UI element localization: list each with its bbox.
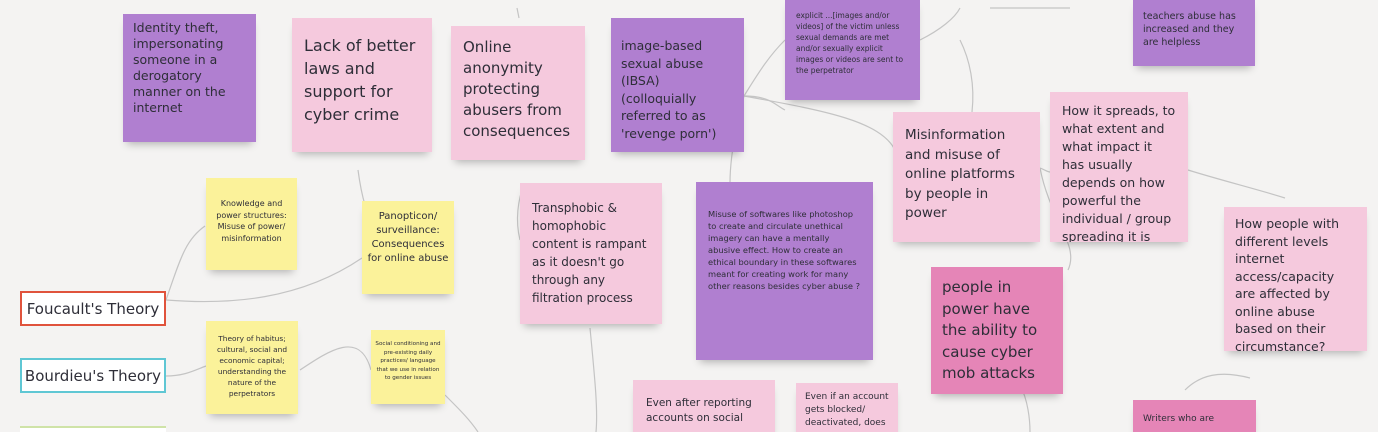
tag-label: Foucault's Theory: [26, 299, 160, 318]
connector-line: [444, 394, 479, 432]
connector-line: [357, 169, 366, 206]
bourdieu-theory-tag[interactable]: Bourdieu's Theory: [20, 358, 166, 393]
sticky-note-internet-access[interactable]: How people with different levels interne…: [1224, 207, 1367, 351]
sticky-note-lack-of-laws[interactable]: Lack of better laws and support for cybe…: [292, 18, 432, 152]
sticky-note-writers[interactable]: Writers who are: [1133, 400, 1256, 432]
connector-line: [1184, 373, 1251, 391]
note-text: Panopticon/ surveillance: Consequences f…: [367, 211, 449, 264]
sticky-note-teachers[interactable]: teachers abuse has increased and they ar…: [1133, 0, 1255, 66]
note-text: Knowledge and power structures: Misuse o…: [216, 199, 287, 243]
connector-line: [1187, 169, 1286, 199]
sticky-note-misinformation[interactable]: Misinformation and misuse of online plat…: [893, 112, 1040, 242]
sticky-note-account-blocked[interactable]: Even if an account gets blocked/ deactiv…: [796, 383, 898, 432]
note-text: image-based sexual abuse (IBSA) (colloqu…: [621, 38, 717, 141]
sticky-note-software-misuse[interactable]: Misuse of softwares like photoshop to cr…: [696, 182, 873, 360]
note-text: Online anonymity protecting abusers from…: [463, 38, 571, 140]
note-text: How people with different levels interne…: [1235, 216, 1340, 351]
note-text: Misinformation and misuse of online plat…: [905, 127, 1015, 221]
note-text: people in power have the ability to caus…: [942, 278, 1038, 382]
note-text: Even after reporting accounts on social: [646, 397, 752, 424]
connector-line: [516, 7, 520, 19]
note-text: Lack of better laws and support for cybe…: [304, 36, 416, 124]
sticky-note-ibsa[interactable]: image-based sexual abuse (IBSA) (colloqu…: [611, 18, 744, 152]
connector-line: [165, 365, 207, 377]
note-text: Transphobic & homophobic content is ramp…: [532, 201, 647, 305]
sticky-note-after-reporting[interactable]: Even after reporting accounts on social: [633, 380, 775, 432]
note-text: How it spreads, to what extent and what …: [1062, 103, 1176, 242]
note-text: Theory of habitus; cultural, social and …: [216, 334, 288, 398]
note-text: Misuse of softwares like photoshop to cr…: [708, 209, 861, 291]
note-text: explicit ...[images and/or videos] of th…: [796, 11, 904, 75]
sticky-note-identity-theft[interactable]: Identity theft, impersonating someone in…: [123, 14, 256, 142]
connector-line: [919, 7, 961, 41]
sticky-note-knowledge-power[interactable]: Knowledge and power structures: Misuse o…: [206, 178, 297, 270]
sticky-note-online-anonymity[interactable]: Online anonymity protecting abusers from…: [451, 26, 585, 160]
sticky-note-social-conditioning[interactable]: Social conditioning and pre-existing dai…: [371, 330, 445, 404]
sticky-note-mob-attacks[interactable]: people in power have the ability to caus…: [931, 267, 1063, 394]
note-text: Writers who are: [1143, 414, 1214, 424]
connector-line: [743, 95, 786, 111]
connector-line: [959, 39, 974, 113]
sticky-note-explicit[interactable]: explicit ...[images and/or videos] of th…: [785, 0, 920, 100]
foucault-theory-tag[interactable]: Foucault's Theory: [20, 291, 166, 326]
connector-line: [1039, 167, 1051, 173]
note-text: Social conditioning and pre-existing dai…: [375, 341, 441, 381]
note-text: Identity theft, impersonating someone in…: [133, 20, 226, 115]
sticky-note-panopticon[interactable]: Panopticon/ surveillance: Consequences f…: [362, 201, 454, 294]
connector-line: [743, 95, 896, 151]
partial-theory-tag[interactable]: [20, 426, 166, 432]
connector-line: [589, 327, 598, 432]
sticky-note-transphobic[interactable]: Transphobic & homophobic content is ramp…: [520, 183, 662, 324]
note-text: teachers abuse has increased and they ar…: [1143, 11, 1236, 48]
sticky-note-how-it-spreads[interactable]: How it spreads, to what extent and what …: [1050, 92, 1188, 242]
sticky-note-habitus[interactable]: Theory of habitus; cultural, social and …: [206, 321, 298, 414]
connector-line: [743, 39, 786, 97]
tag-label: Bourdieu's Theory: [24, 366, 162, 385]
connector-line: [165, 225, 206, 301]
note-text: Even if an account gets blocked/ deactiv…: [805, 392, 889, 428]
connector-line: [299, 346, 372, 371]
